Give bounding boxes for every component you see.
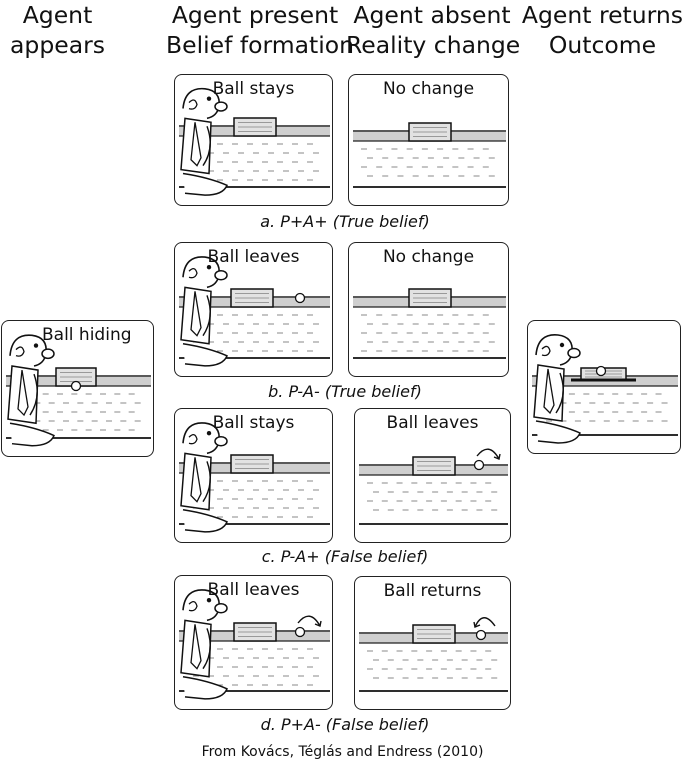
- panel-label: Ball leaves: [207, 247, 300, 267]
- agent-figure: [180, 87, 228, 196]
- footer-citation: From Kovács, Téglás and Endress (2010): [201, 744, 484, 760]
- panel-label: Ball leaves: [386, 413, 479, 433]
- panel-b-belief: Ball leaves: [174, 242, 333, 377]
- panel-label: No change: [382, 247, 475, 267]
- header-belief-formation: Agent present Belief formation: [166, 0, 355, 60]
- agent-figure: [180, 589, 228, 700]
- header-line: Agent present: [171, 1, 339, 29]
- panel-a-reality: No change: [348, 74, 509, 206]
- panel-c-belief: Ball stays: [174, 408, 333, 543]
- agent-figure: [7, 334, 55, 447]
- panel-b-reality: No change: [348, 242, 509, 377]
- panel-label: Ball leaves: [207, 580, 300, 600]
- occluder-box: [233, 117, 277, 137]
- scene-illustration: [6, 334, 151, 447]
- scene-illustration: [179, 422, 330, 533]
- header-line: Outcome: [548, 31, 657, 59]
- caption-row-c: c. P-A+ (False belief): [261, 547, 429, 566]
- scene-illustration: [353, 288, 506, 359]
- occluder-box: [233, 622, 277, 642]
- panel-label: No change: [382, 79, 475, 99]
- ball: [294, 626, 306, 638]
- agent-figure: [180, 422, 228, 533]
- ball: [294, 292, 306, 304]
- header-reality-change: Agent absent Reality change: [346, 0, 521, 60]
- panel-outcome: [527, 320, 681, 454]
- header-line: Agent returns: [521, 1, 684, 29]
- scene-illustration: [359, 617, 508, 692]
- agent-figure: [533, 334, 581, 444]
- caption-row-b: b. P-A- (True belief): [268, 382, 422, 401]
- occluder-box: [408, 288, 452, 308]
- panel-label: Ball returns: [383, 581, 482, 601]
- occluder-box: [412, 624, 456, 644]
- scene-illustration: [179, 256, 330, 367]
- ball: [473, 459, 485, 471]
- occluder-box: [230, 454, 274, 474]
- panel-c-reality: Ball leaves: [354, 408, 511, 543]
- panel-label: Ball stays: [212, 79, 295, 99]
- occluder-box: [230, 288, 274, 308]
- header-line: Reality change: [346, 31, 521, 59]
- panel-d-reality: Ball returns: [354, 576, 511, 710]
- header-line: Belief formation: [166, 31, 355, 59]
- motion-arrow: [476, 448, 500, 460]
- scene-illustration: [179, 589, 330, 700]
- scene-illustration: [359, 448, 508, 525]
- scene-illustration: [532, 334, 678, 444]
- panel-agent-appears: Ball hiding: [1, 320, 154, 457]
- panel-label: Ball hiding: [42, 325, 132, 345]
- ball: [595, 365, 607, 377]
- occluder-box: [408, 122, 452, 142]
- caption-row-d: d. P+A- (False belief): [260, 715, 430, 734]
- panel-d-belief: Ball leaves: [174, 575, 333, 710]
- header-line: Agent absent: [353, 1, 511, 29]
- header-line: appears: [10, 31, 105, 59]
- panel-a-belief: Ball stays: [174, 74, 333, 206]
- ball: [70, 380, 82, 392]
- ball: [475, 629, 487, 641]
- panel-label: Ball stays: [212, 413, 295, 433]
- scene-illustration: [179, 87, 330, 196]
- header-agent-appears: Agent appears: [0, 0, 115, 60]
- motion-arrow: [297, 615, 321, 627]
- occluder-box: [412, 456, 456, 476]
- agent-figure: [180, 256, 228, 367]
- header-agent-returns: Agent returns Outcome: [520, 0, 685, 60]
- scene-illustration: [353, 122, 506, 188]
- header-line: Agent: [22, 1, 93, 29]
- motion-arrow: [474, 617, 496, 628]
- caption-row-a: a. P+A+ (True belief): [260, 212, 430, 231]
